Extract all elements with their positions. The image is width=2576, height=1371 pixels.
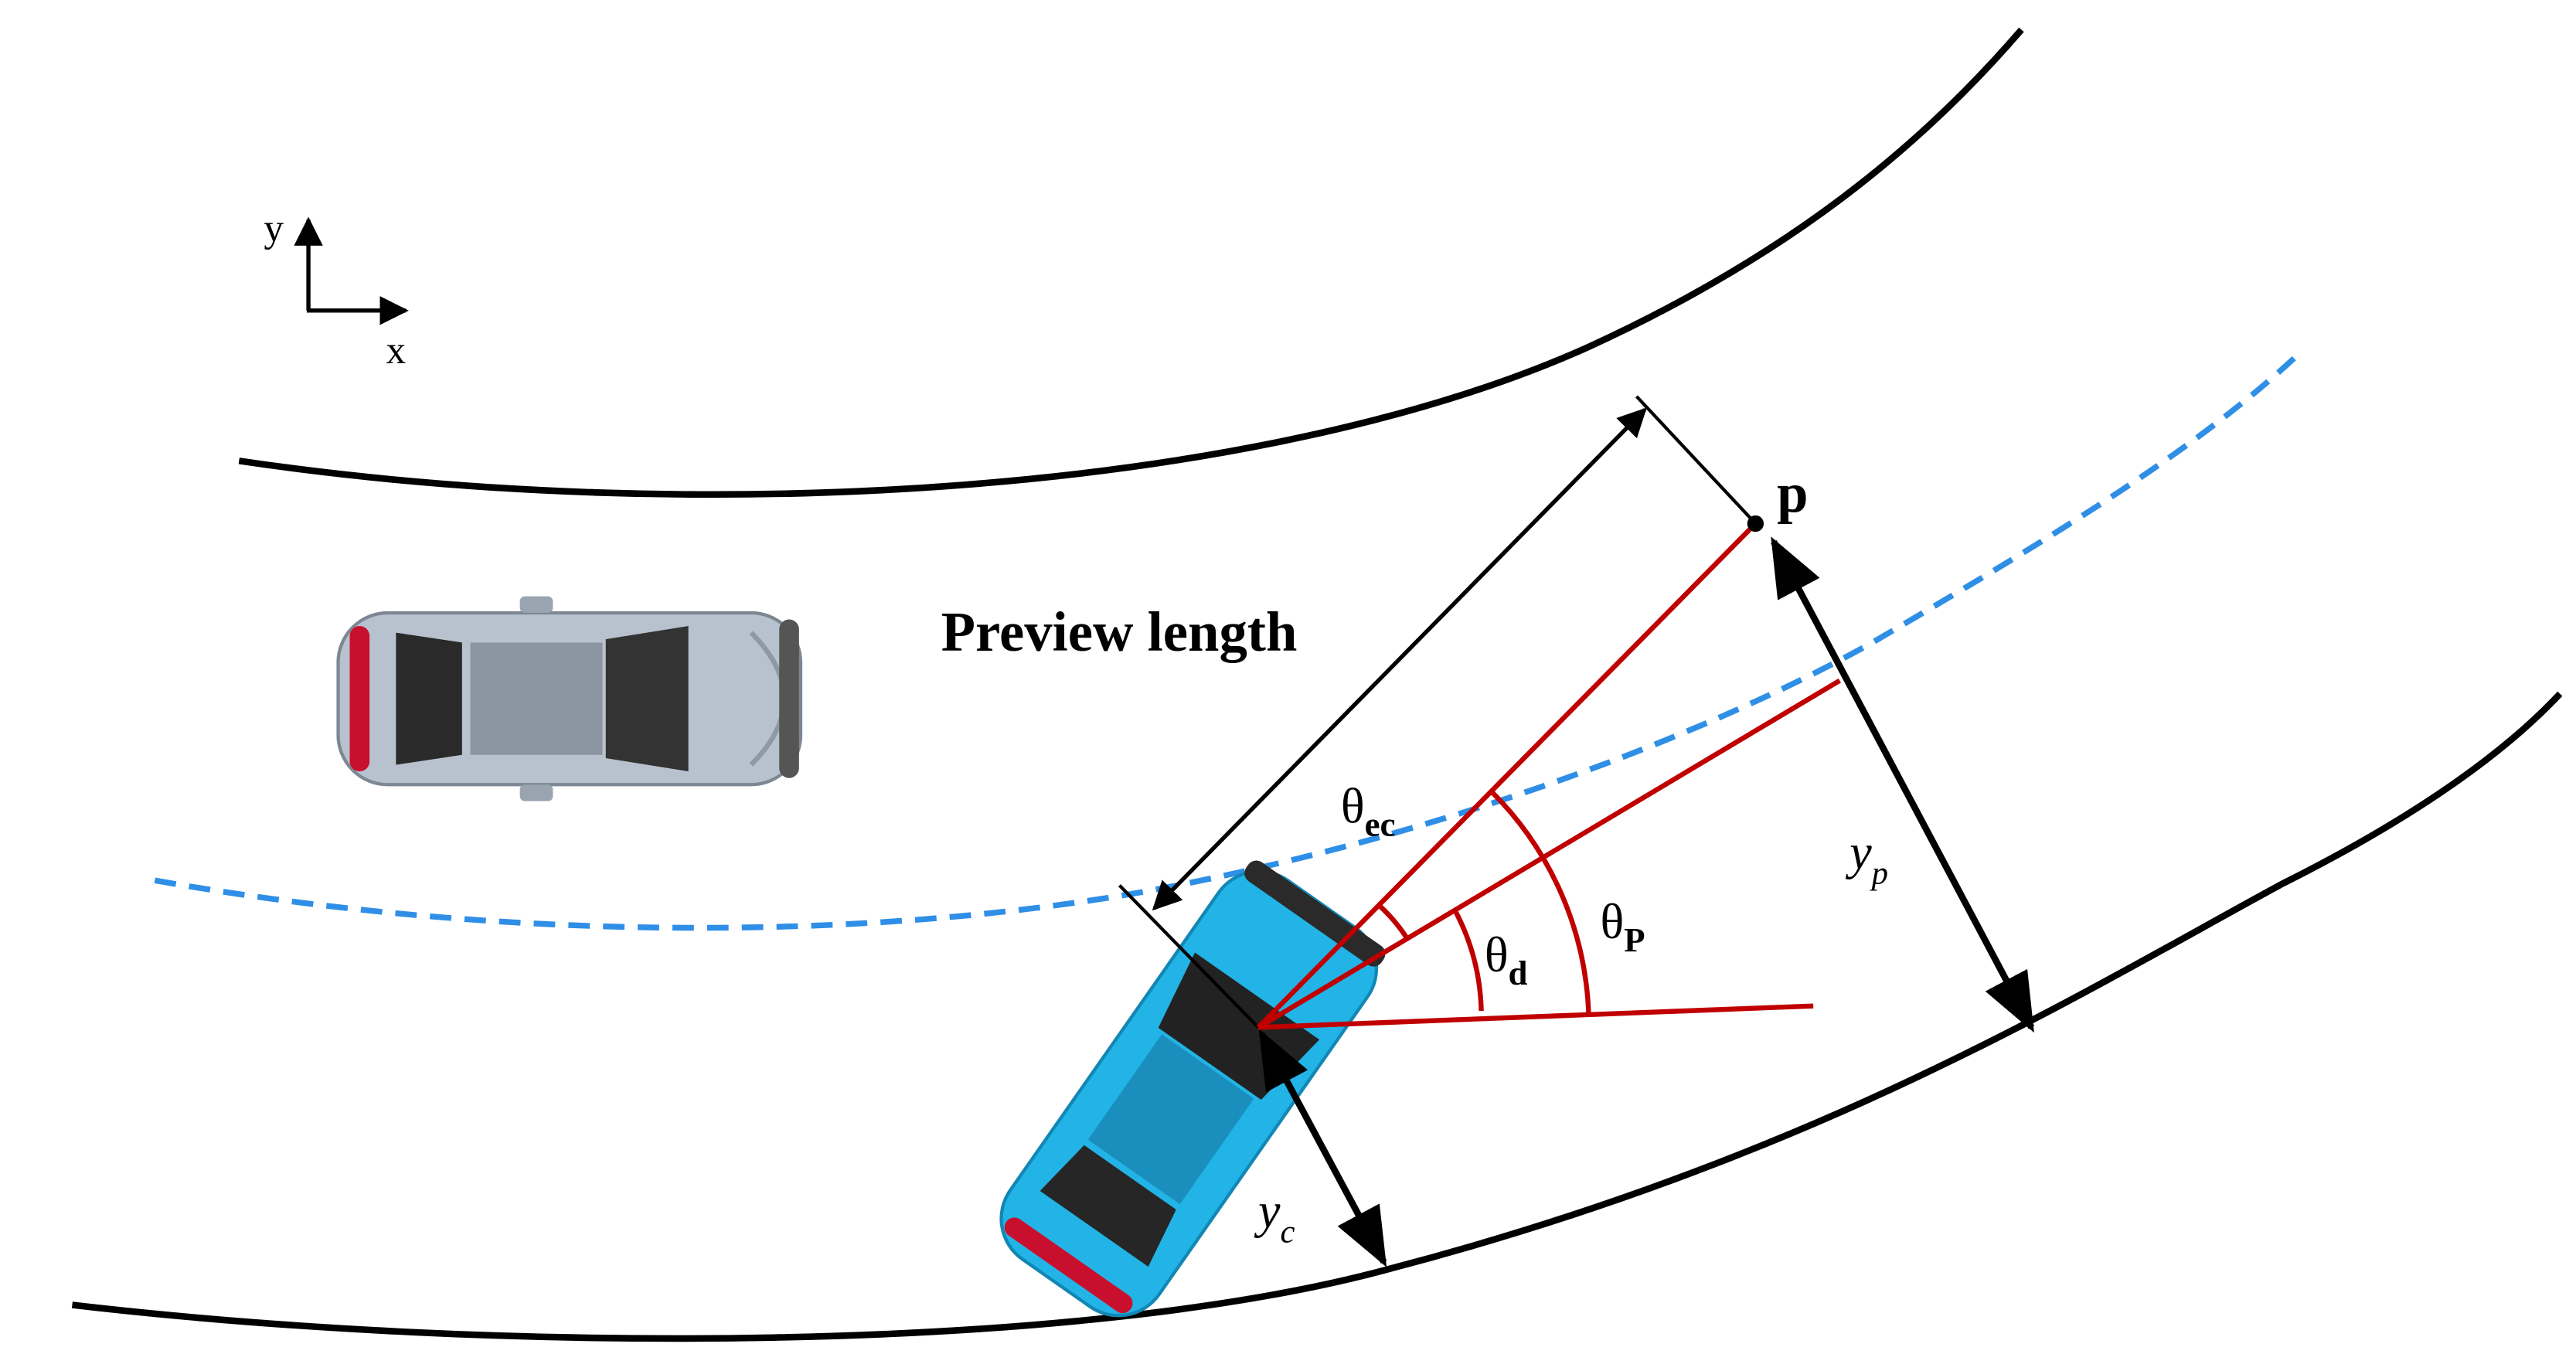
yp-label: yp	[1845, 825, 1888, 891]
road-edge-top	[238, 27, 2024, 498]
yp-sub: p	[1870, 855, 1888, 891]
theta-p-base: θ	[1600, 894, 1624, 949]
yc-dimension	[1258, 1029, 1387, 1267]
yp-base: y	[1845, 825, 1872, 879]
other-car	[336, 596, 803, 801]
theta-ec-sub: ec	[1365, 805, 1396, 843]
angle-rays	[1256, 522, 1842, 1030]
yp-dimension	[1771, 536, 2035, 1033]
preview-point-label: p	[1777, 462, 1808, 525]
arc-theta-ec	[1376, 903, 1410, 940]
yc-label: yc	[1254, 1183, 1295, 1250]
preview-length-dimension	[1152, 407, 1647, 911]
y-axis-label: y	[264, 206, 284, 250]
x-axis-label: x	[386, 328, 407, 373]
theta-d-sub: d	[1509, 954, 1528, 992]
theta-p-label: θP	[1600, 894, 1645, 959]
yc-base: y	[1254, 1183, 1281, 1238]
road-edge-bottom	[71, 691, 2563, 1342]
ray-vehicle-heading	[1257, 1003, 1814, 1030]
theta-d-base: θ	[1485, 927, 1509, 982]
arc-theta-d	[1452, 909, 1484, 1012]
theta-ec-base: θ	[1341, 778, 1365, 833]
ray-to-preview-point	[1256, 522, 1758, 1029]
preview-point-marker	[1747, 515, 1764, 532]
theta-ec-label: θec	[1341, 778, 1396, 843]
yc-sub: c	[1280, 1213, 1295, 1250]
preview-length-label: Preview length	[941, 600, 1298, 663]
arc-theta-p	[1489, 789, 1591, 1015]
preview-extension-far	[1635, 395, 1759, 527]
theta-d-label: θd	[1485, 927, 1528, 992]
ray-to-path-intersection	[1257, 678, 1842, 1030]
preview-extension-near	[1118, 884, 1260, 1029]
ego-car	[999, 860, 1386, 1318]
coordinate-legend: y x	[264, 206, 409, 373]
theta-p-sub: P	[1624, 920, 1645, 959]
